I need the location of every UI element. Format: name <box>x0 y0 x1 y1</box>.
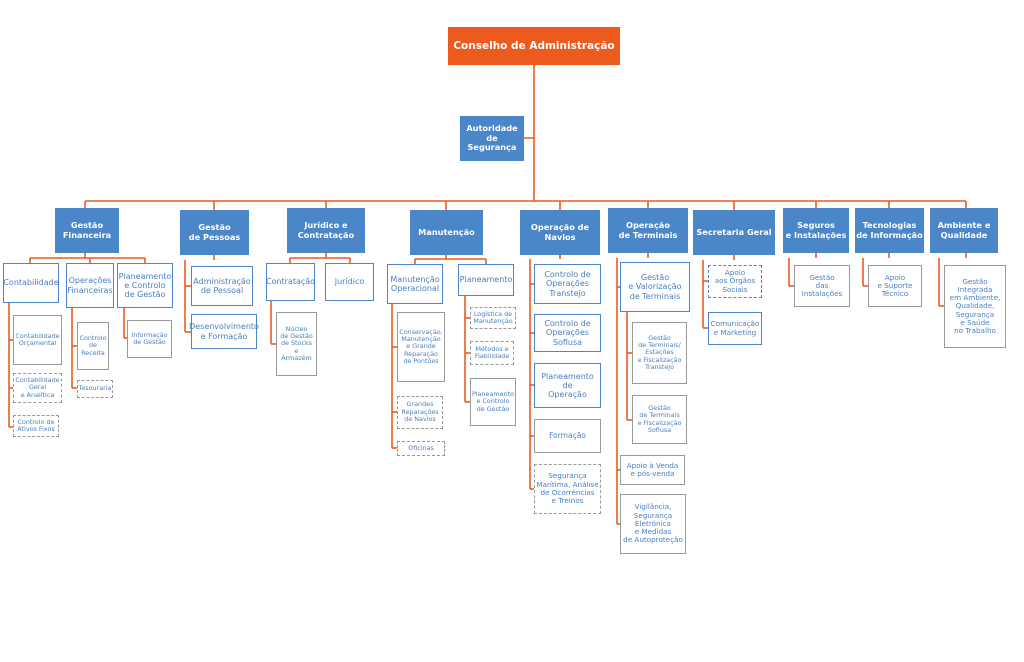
dept-seguros: Seguros e Instalações <box>783 208 849 253</box>
sub-desenvolvimento-formacao: Desenvolvimento e Formação <box>189 314 259 349</box>
sub-planeamento-manutencao: Planeamento <box>458 264 514 296</box>
sub-seguranca-maritima: Segurança Marítima, Análise de Ocorrênci… <box>534 464 601 514</box>
dept-ambiente: Ambiente e Qualidade <box>930 208 998 253</box>
sub-controlo-transtejo: Controlo de Operações Transtejo <box>534 264 601 304</box>
sub-controlo-soflusa: Controlo de Operações Soflusa <box>534 314 601 352</box>
root-board: Conselho de Administração <box>448 27 620 65</box>
sub-contabilidade: Contabilidade <box>3 263 59 303</box>
unit-grandes-reparacoes: Grandes Reparações de Navios <box>397 396 443 429</box>
sub-gestao-integrada: Gestão Integrada em Ambiente, Qualidade,… <box>944 265 1006 348</box>
security-authority: Autoridade de Segurança <box>460 116 524 161</box>
unit-contabilidade-orcamental: Contabilidade Orçamental <box>13 315 62 365</box>
dept-secretaria-geral: Secretaria Geral <box>693 210 775 255</box>
unit-planeamento-controlo-gestao: Planeamento e Controlo de Gestão <box>470 378 516 426</box>
sub-formacao: Formação <box>534 419 601 453</box>
sub-administracao-pessoal: Administração de Pessoal <box>191 266 253 306</box>
dept-gestao-financeira: Gestão Financeira <box>55 208 119 253</box>
dept-operacao-terminais: Operação de Terminais <box>608 208 688 253</box>
dept-gestao-pessoas: Gestão de Pessoas <box>180 210 249 255</box>
unit-oficinas: Oficinas <box>397 441 445 456</box>
sub-vigilancia: Vigilância, Segurança Eletrónica e Medid… <box>620 494 686 554</box>
sub-apoio-venda: Apoio à Venda e pós-venda <box>620 455 685 485</box>
sub-gestao-instalacoes: Gestão das Instalações <box>794 265 850 307</box>
sub-operacoes-financeiras: Operações Financeiras <box>66 263 114 308</box>
unit-metodos-fiabilidade: Métodos e Fiabilidade <box>470 341 514 365</box>
unit-controlo-receita: Controlo de Receita <box>77 322 109 370</box>
sub-apoio-orgaos-sociais: Apoio aos Órgãos Sociais <box>708 265 762 298</box>
sub-planeamento-operacao: Planeamento de Operação <box>534 363 601 408</box>
unit-terminais-transtejo: Gestão de Terminais/ Estações e Fiscaliz… <box>632 322 687 384</box>
sub-gestao-valorizacao: Gestão e Valorização de Terminais <box>620 262 690 312</box>
unit-contabilidade-geral: Contabilidade Geral e Analítica <box>13 373 62 403</box>
sub-manutencao-operacional: Manutenção Operacional <box>387 264 443 304</box>
unit-terminais-soflusa: Gestão de Terminais e Fiscalização Soflu… <box>632 395 687 444</box>
unit-nucleo-stocks: Núcleo de Gestão de Stocks e Armazém <box>276 312 317 376</box>
sub-comunicacao-marketing: Comunicação e Marketing <box>708 312 762 345</box>
dept-juridico: Jurídico e Contratação <box>287 208 365 253</box>
dept-manutencao: Manutenção <box>410 210 483 255</box>
unit-informacao-gestao: Informação de Gestão <box>127 320 172 358</box>
sub-juridico: Jurídico <box>325 263 374 301</box>
unit-logistica-manutencao: Logística de Manutenção <box>470 307 516 329</box>
sub-contratacao: Contratação <box>266 263 315 301</box>
dept-operacao-navios: Operação de Navios <box>520 210 600 255</box>
sub-apoio-suporte: Apoio e Suporte Técnico <box>868 265 922 307</box>
unit-conservacao-pontoes: Conservação, Manutenção e Grande Reparaç… <box>397 312 445 382</box>
unit-controlo-ativos: Controlo de Ativos Fixos <box>13 415 59 437</box>
sub-planeamento-controlo: Planeamento e Controlo de Gestão <box>117 263 173 308</box>
dept-tecnologias: Tecnologias de Informação <box>855 208 924 253</box>
unit-tesouraria: Tesouraria <box>77 380 113 398</box>
